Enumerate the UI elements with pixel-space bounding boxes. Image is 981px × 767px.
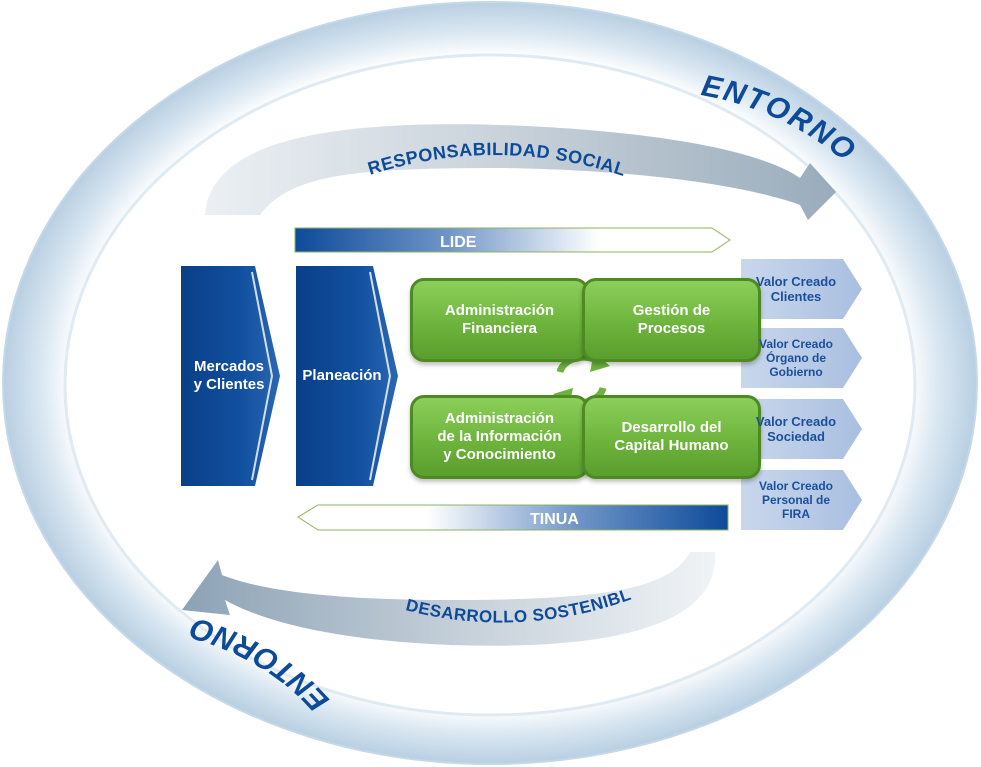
responsabilidad-social-arrow [205,124,836,220]
liderazgo-label: LIDE [440,234,477,251]
mejora-continua-bar [297,504,729,531]
mercados-chevron [181,266,280,486]
desarrollo-sostenible-arrow [182,552,716,646]
valor-organo-arrow [741,328,862,388]
valor-organo-label: Valor Creado Órgano de Gobierno [758,337,834,379]
process-administracion-financiera: Administración Financiera [410,278,589,362]
process-label: Administración Financiera [444,302,555,337]
valor-sociedad-label: Valor Creado Sociedad [755,414,837,444]
planeacion-label: Planeación [302,367,382,384]
process-administracion-informacion: Administración de la Información y Conoc… [410,395,589,479]
process-label: Desarrollo del Capital Humano [614,419,729,454]
valor-clientes-label: Valor Creado Clientes [755,274,837,304]
process-label: Administración de la Información y Conoc… [437,410,562,463]
liderazgo-bar [294,227,731,253]
valor-clientes-arrow [741,259,862,319]
process-gestion-procesos: Gestión de Procesos [582,278,761,362]
valor-personal-label: Valor Creado Personal de FIRA [758,479,834,521]
mejora-continua-label: TINUA [530,511,579,528]
valor-personal-arrow [741,470,862,530]
valor-sociedad-arrow [741,399,862,459]
process-desarrollo-capital-humano: Desarrollo del Capital Humano [582,395,761,479]
mercados-label: Mercados y Clientes [193,358,265,393]
planeacion-chevron [296,266,398,486]
process-label: Gestión de Procesos [632,302,711,337]
